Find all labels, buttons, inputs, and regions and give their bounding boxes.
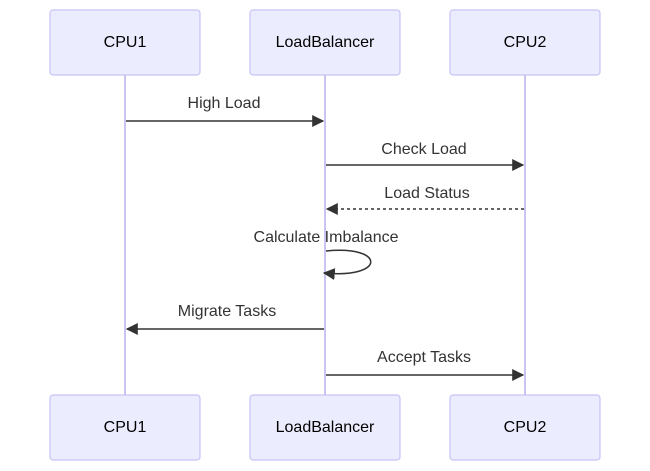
actor-top-loadbalancer-label: LoadBalancer	[276, 34, 375, 51]
message-high-load: High Load	[126, 95, 325, 127]
actor-top-cpu2: CPU2	[449, 9, 601, 76]
message-accept-tasks: Accept Tasks	[326, 349, 525, 381]
actor-top-cpu1: CPU1	[49, 9, 201, 76]
actor-top-loadbalancer: LoadBalancer	[249, 9, 401, 76]
message-calculate-imbalance-label: Calculate Imbalance	[254, 229, 399, 246]
message-accept-tasks-label: Accept Tasks	[377, 349, 471, 366]
actor-top-cpu1-label: CPU1	[104, 34, 147, 51]
message-load-status-label: Load Status	[384, 185, 469, 202]
message-high-load-label: High Load	[188, 95, 261, 112]
actor-bottom-cpu2-label: CPU2	[504, 419, 547, 436]
actor-bottom-loadbalancer-label: LoadBalancer	[276, 419, 375, 436]
message-calculate-imbalance: Calculate Imbalance	[254, 229, 399, 281]
message-load-status: Load Status	[325, 185, 524, 215]
actor-bottom-loadbalancer: LoadBalancer	[249, 394, 401, 461]
message-calculate-imbalance-arrow	[322, 249, 372, 281]
message-migrate-tasks-label: Migrate Tasks	[178, 303, 276, 320]
message-check-load: Check Load	[326, 141, 525, 171]
actor-bottom-cpu1-label: CPU1	[104, 419, 147, 436]
message-check-load-label: Check Load	[381, 141, 466, 158]
actor-bottom-cpu1: CPU1	[49, 394, 201, 461]
actor-bottom-cpu2: CPU2	[449, 394, 601, 461]
message-migrate-tasks: Migrate Tasks	[125, 303, 324, 335]
actor-top-cpu2-label: CPU2	[504, 34, 547, 51]
